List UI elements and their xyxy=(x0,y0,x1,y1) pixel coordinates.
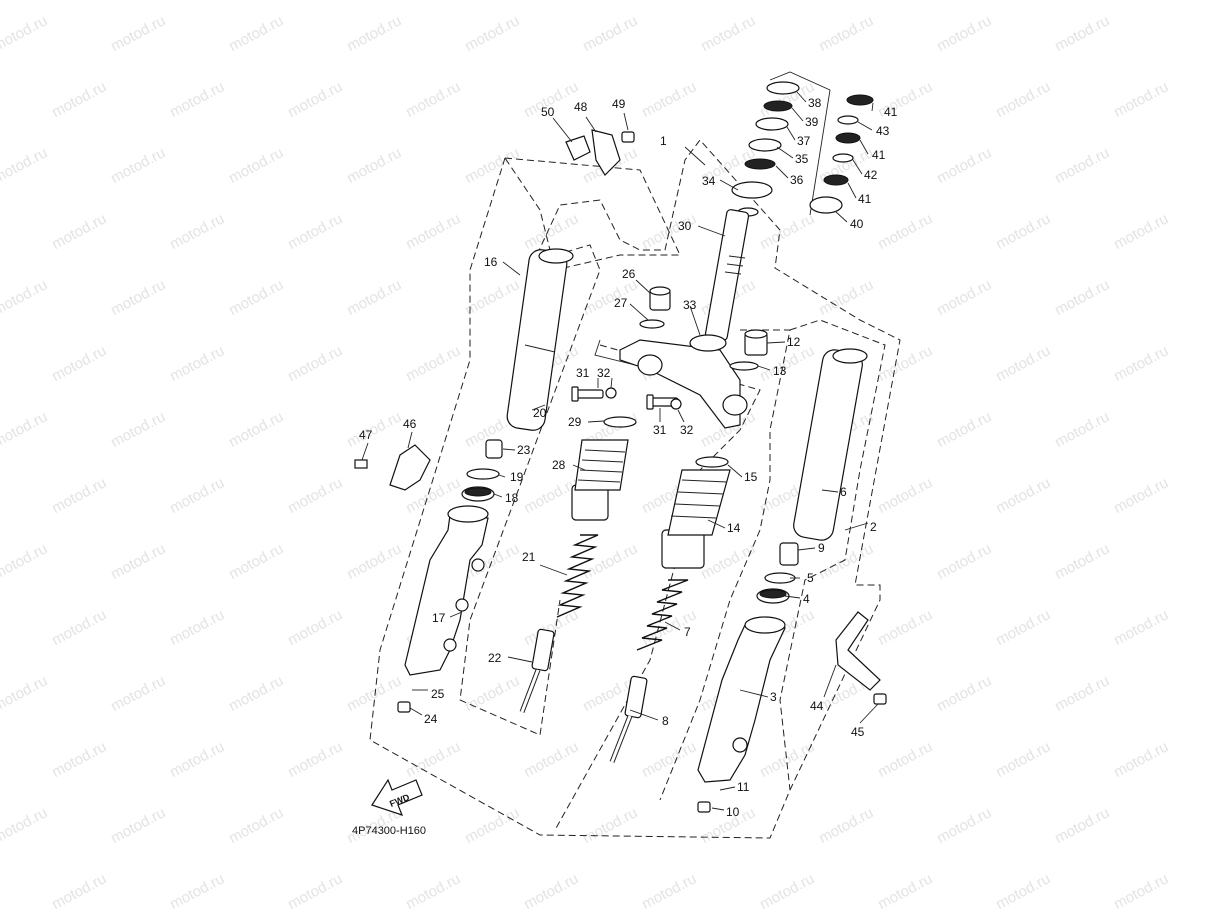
label-17: 17 xyxy=(432,611,446,625)
left-fork-small-parts xyxy=(461,439,503,502)
leader-lines xyxy=(361,90,879,811)
label-39: 39 xyxy=(805,115,819,129)
label-43: 43 xyxy=(876,124,890,138)
part-number-labels: 1 2 3 4 5 6 7 8 9 10 11 12 13 14 15 16 1… xyxy=(359,96,898,819)
label-30: 30 xyxy=(678,219,692,233)
label-31a: 31 xyxy=(576,366,590,380)
steering-stem xyxy=(619,207,759,429)
label-14: 14 xyxy=(727,521,741,535)
label-45: 45 xyxy=(851,725,865,739)
outline-left-fork xyxy=(503,157,681,271)
label-12: 12 xyxy=(787,335,801,349)
label-38: 38 xyxy=(808,96,822,110)
label-36: 36 xyxy=(790,173,804,187)
label-23: 23 xyxy=(517,443,531,457)
label-35: 35 xyxy=(795,152,809,166)
right-fork-small-parts xyxy=(729,329,799,604)
right-damper-spring xyxy=(609,579,689,763)
outline-fork-right xyxy=(659,329,791,801)
label-48: 48 xyxy=(574,100,588,114)
label-27: 27 xyxy=(614,296,628,310)
label-42: 42 xyxy=(864,168,878,182)
outline-right-assembly xyxy=(779,319,886,791)
steering-bearings xyxy=(731,81,874,214)
label-4: 4 xyxy=(803,592,810,606)
outline-steering-lead xyxy=(594,339,636,366)
label-37: 37 xyxy=(797,134,811,148)
label-18: 18 xyxy=(505,491,519,505)
label-10: 10 xyxy=(726,805,740,819)
label-26: 26 xyxy=(622,267,636,281)
pinch-bolts xyxy=(571,386,682,410)
label-41a: 41 xyxy=(884,105,898,119)
label-44: 44 xyxy=(810,699,824,713)
label-22: 22 xyxy=(488,651,502,665)
label-34: 34 xyxy=(702,174,716,188)
label-33: 33 xyxy=(683,298,697,312)
label-13: 13 xyxy=(773,364,787,378)
diagram-code: 4P74300-H160 xyxy=(352,825,426,837)
label-40: 40 xyxy=(850,217,864,231)
right-fork-tube xyxy=(793,348,868,541)
left-fork-tube xyxy=(506,248,574,431)
label-25: 25 xyxy=(431,687,445,701)
label-15: 15 xyxy=(744,470,758,484)
left-fork-boot xyxy=(571,416,637,521)
label-2: 2 xyxy=(870,520,877,534)
label-49: 49 xyxy=(612,97,626,111)
label-21: 21 xyxy=(522,550,536,564)
label-47: 47 xyxy=(359,428,373,442)
label-1: 1 xyxy=(660,134,667,148)
cap-bolt-left xyxy=(639,286,671,329)
right-lower-fork-leg xyxy=(697,616,786,783)
outline-bearing-bracket xyxy=(769,71,831,216)
label-32a: 32 xyxy=(597,366,611,380)
label-5: 5 xyxy=(807,571,814,585)
label-29: 29 xyxy=(568,415,582,429)
label-41b: 41 xyxy=(872,148,886,162)
label-24: 24 xyxy=(424,712,438,726)
right-fork-boot xyxy=(661,456,731,569)
label-32b: 32 xyxy=(680,423,694,437)
left-damper-spring xyxy=(519,534,599,713)
label-9: 9 xyxy=(818,541,825,555)
label-8: 8 xyxy=(662,714,669,728)
label-28: 28 xyxy=(552,458,566,472)
label-41c: 41 xyxy=(858,192,872,206)
outline-left-assembly xyxy=(369,139,901,839)
label-7: 7 xyxy=(684,625,691,639)
label-31b: 31 xyxy=(653,423,667,437)
label-16: 16 xyxy=(484,255,498,269)
label-6: 6 xyxy=(840,485,847,499)
left-lower-fork-leg xyxy=(404,505,489,676)
label-3: 3 xyxy=(770,690,777,704)
label-50: 50 xyxy=(541,105,555,119)
label-20: 20 xyxy=(533,406,547,420)
label-46: 46 xyxy=(403,417,417,431)
fwd-arrow-icon: FWD xyxy=(371,778,423,816)
label-19: 19 xyxy=(510,470,524,484)
outline-inner-left xyxy=(459,244,601,736)
label-11: 11 xyxy=(737,780,750,794)
